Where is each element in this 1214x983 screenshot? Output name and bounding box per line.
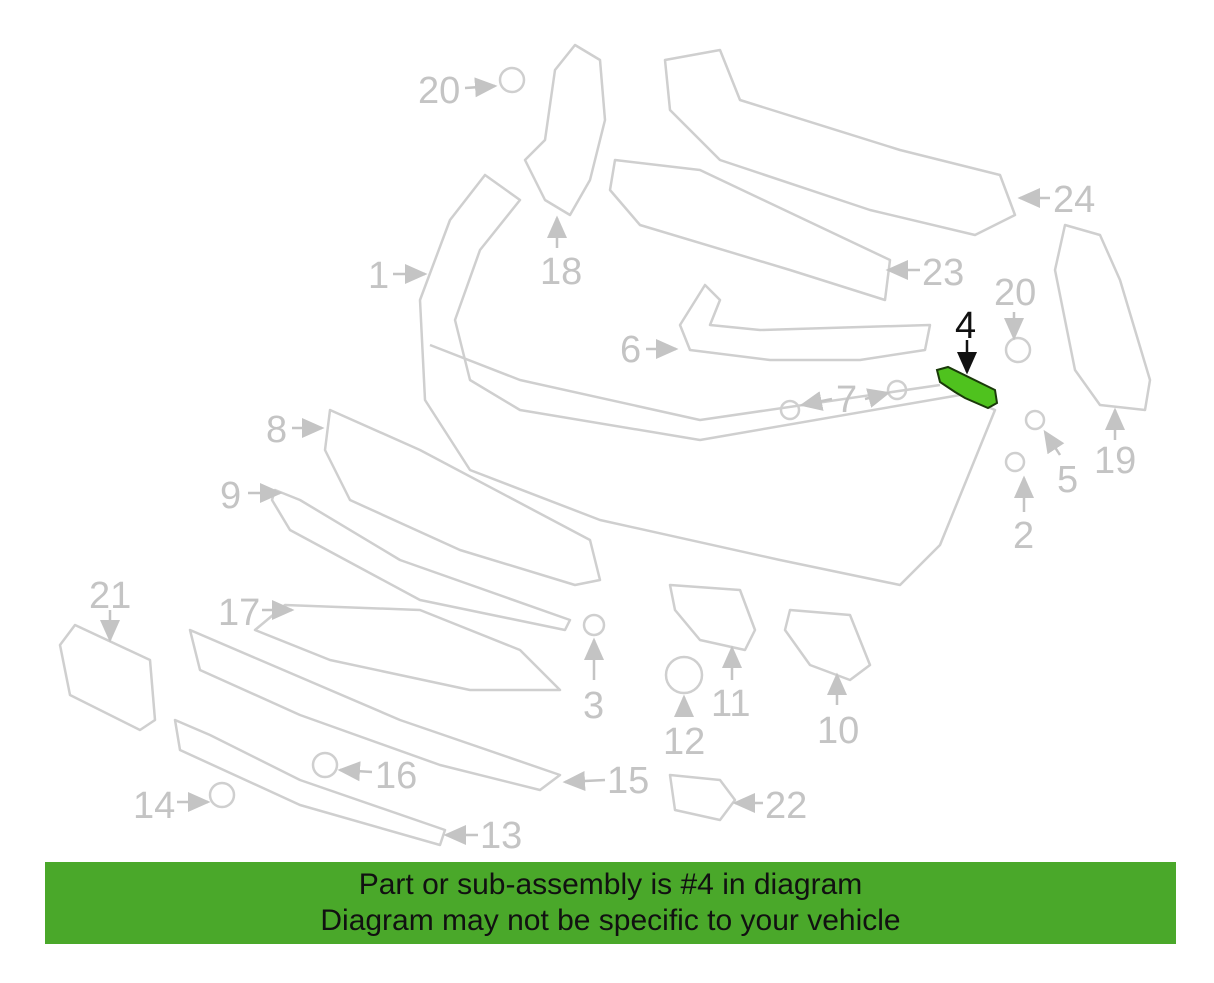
- molding: [270, 488, 572, 632]
- banner-line-1: Part or sub-assembly is #4 in diagram: [358, 868, 863, 901]
- reinforcement-beam: [663, 48, 1017, 237]
- callout-10[interactable]: 10: [817, 710, 859, 752]
- callout-20b[interactable]: 20: [994, 272, 1036, 314]
- callout-16[interactable]: 16: [375, 755, 417, 797]
- callout-8[interactable]: 8: [266, 409, 287, 451]
- callout-24[interactable]: 24: [1053, 179, 1095, 221]
- undercover: [253, 603, 562, 692]
- callout-3[interactable]: 3: [583, 685, 604, 727]
- bumper-cover: [418, 173, 997, 587]
- splash-shield: [188, 628, 562, 792]
- callout-7[interactable]: 7: [836, 379, 857, 421]
- parts-diagram: 20 18 24 1 23 20 4 6 7 19 5 8 9 2 21 17 …: [58, 43, 1152, 857]
- callout-14[interactable]: 14: [133, 785, 175, 827]
- part-outlines: [58, 43, 1152, 847]
- highlighted-part-4[interactable]: [935, 365, 999, 410]
- callout-5[interactable]: 5: [1057, 459, 1078, 501]
- callout-12[interactable]: 12: [663, 721, 705, 763]
- callout-22[interactable]: 22: [765, 785, 807, 827]
- info-banner: Part or sub-assembly is #4 in diagram Di…: [45, 862, 1176, 944]
- bracket-right: [1053, 223, 1152, 412]
- callout-21[interactable]: 21: [89, 575, 131, 617]
- license-bracket: [58, 623, 157, 732]
- callout-9[interactable]: 9: [220, 475, 241, 517]
- callout-11[interactable]: 11: [711, 683, 750, 725]
- sensor: [668, 773, 737, 822]
- callout-4[interactable]: 4: [955, 305, 976, 347]
- callout-18[interactable]: 18: [540, 251, 582, 293]
- callout-17[interactable]: 17: [218, 592, 260, 634]
- callout-2[interactable]: 2: [1013, 515, 1034, 557]
- callout-13[interactable]: 13: [480, 815, 522, 857]
- callout-23[interactable]: 23: [922, 252, 964, 294]
- fog-bezel-left: [668, 583, 757, 652]
- bracket-6: [678, 283, 932, 362]
- callout-labels: 20 18 24 1 23 20 4 6 7 19 5 8 9 2 21 17 …: [89, 70, 1136, 857]
- grille: [323, 408, 602, 587]
- lower-strip: [173, 718, 447, 847]
- fog-bezel-right: [783, 608, 872, 682]
- banner-line-2: Diagram may not be specific to your vehi…: [320, 904, 901, 937]
- callout-6[interactable]: 6: [620, 329, 641, 371]
- callout-1[interactable]: 1: [368, 255, 389, 297]
- callout-19[interactable]: 19: [1094, 440, 1136, 482]
- callout-15[interactable]: 15: [607, 760, 649, 802]
- callout-20[interactable]: 20: [418, 70, 460, 112]
- bracket-left: [523, 43, 607, 217]
- absorber: [608, 158, 892, 302]
- callout-arrows: [100, 77, 1125, 845]
